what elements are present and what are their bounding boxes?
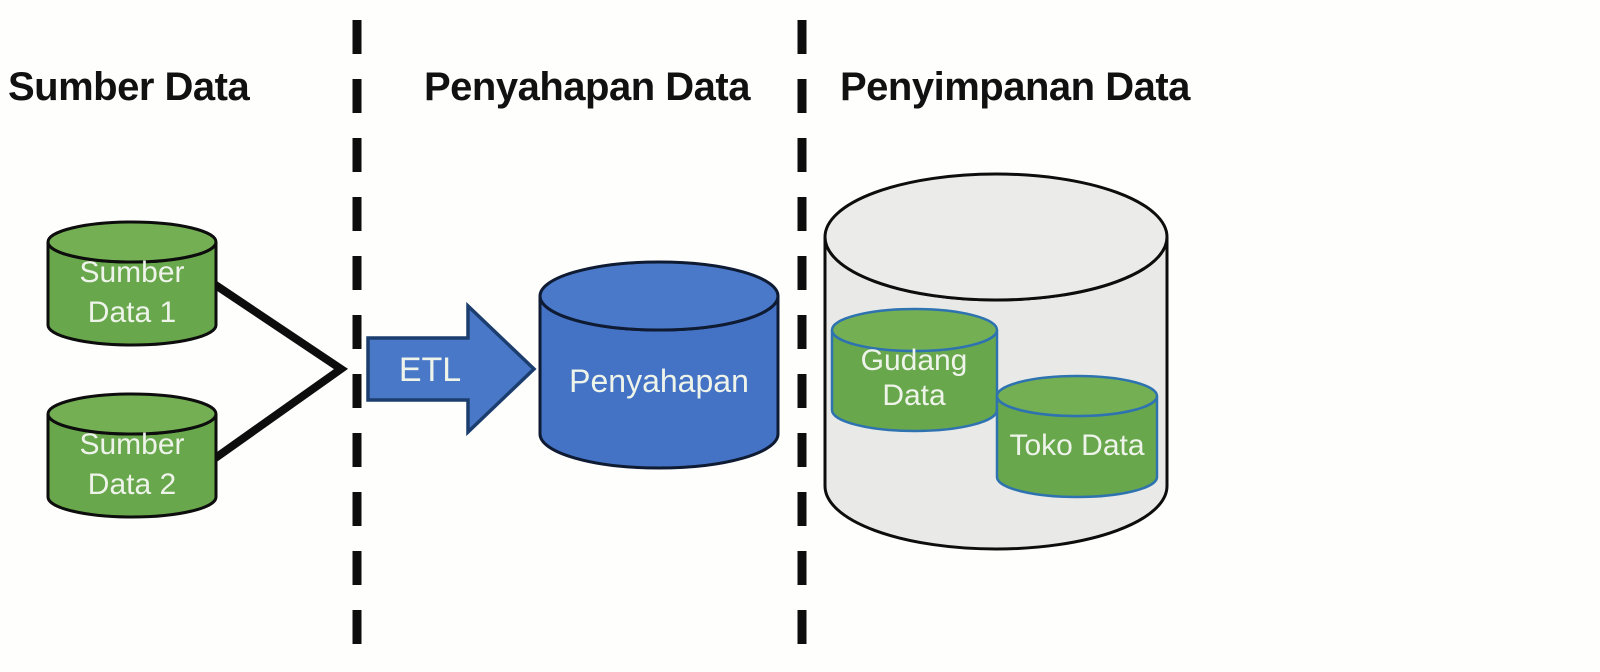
cylinder-sumber-data-2-top xyxy=(46,392,218,436)
cylinder-storage-outer-top xyxy=(823,172,1169,302)
etl-arrow-label: ETL xyxy=(399,351,461,389)
cylinder-penyahapan-label: Penyahapan xyxy=(569,363,749,399)
cylinder-toko-data-label: Toko Data xyxy=(1009,429,1144,462)
cylinder-gudang-data-label-line2: Data xyxy=(882,379,946,412)
cylinder-gudang-data-top xyxy=(830,307,999,353)
etl-arrow-polygon xyxy=(366,301,537,437)
cylinder-gudang-data-label-line1: Gudang xyxy=(861,344,968,377)
cylinder-sumber-data-1-label-line2: Data 1 xyxy=(88,296,176,329)
section-sumber-data: Sumber Data Sumber Data 1 Sumber Data 2 xyxy=(8,65,349,519)
section-title-penyimpanan-data: Penyimpanan Data xyxy=(840,65,1191,109)
section-penyahapan-data: Penyahapan Data ETL Penyahapan xyxy=(366,65,780,470)
cylinder-sumber-data-1-label-line1: Sumber xyxy=(79,256,184,289)
cylinder-sumber-data-2-label-line1: Sumber xyxy=(79,428,184,461)
cylinder-toko-data-top xyxy=(995,374,1159,418)
section-title-sumber-data: Sumber Data xyxy=(8,65,250,109)
section-title-penyahapan-data: Penyahapan Data xyxy=(424,65,751,109)
cylinder-gudang-data: Gudang Data xyxy=(830,307,999,433)
cylinder-sumber-data-1-top xyxy=(46,220,218,264)
cylinder-sumber-data-1: Sumber Data 1 xyxy=(46,220,218,347)
cylinder-penyahapan-top xyxy=(538,260,780,332)
source-to-etl-connector-lines xyxy=(211,280,349,463)
cylinder-sumber-data-2-label-line2: Data 2 xyxy=(88,468,176,501)
etl-arrow-shape: ETL xyxy=(366,301,537,437)
cylinder-sumber-data-2: Sumber Data 2 xyxy=(46,392,218,519)
section-penyimpanan-data: Penyimpanan Data Gudang Data Toko Data xyxy=(823,65,1192,551)
cylinder-penyahapan: Penyahapan xyxy=(538,260,780,470)
cylinder-toko-data: Toko Data xyxy=(995,374,1159,499)
